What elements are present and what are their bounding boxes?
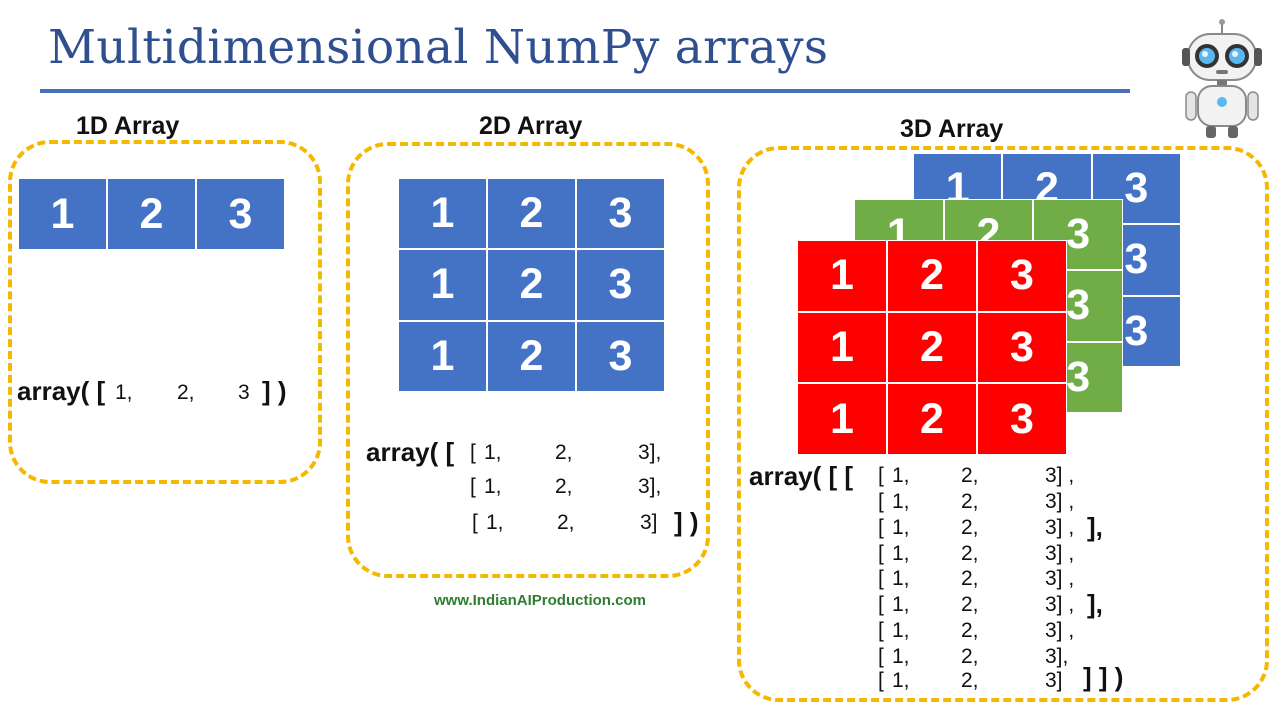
array-cell: 1 bbox=[797, 311, 887, 384]
code-bracket: [ bbox=[878, 645, 884, 668]
array-cell: 3 bbox=[977, 311, 1067, 384]
code-value: 2, bbox=[555, 441, 573, 464]
code-bracket: [ bbox=[878, 516, 884, 539]
code-value: 2, bbox=[961, 464, 979, 487]
array-cell: 1 bbox=[398, 249, 487, 321]
array-cell: 1 bbox=[797, 383, 887, 455]
code-value: 1, bbox=[892, 464, 910, 487]
array-1d-grid: 1 2 3 bbox=[18, 178, 285, 250]
code-1d-suffix: ] ) bbox=[262, 376, 287, 406]
code-value: 1, bbox=[892, 516, 910, 539]
code-value: 3] , bbox=[1045, 567, 1075, 590]
array-cell: 3 bbox=[576, 320, 665, 392]
robot-icon bbox=[1182, 19, 1262, 138]
code-value: 3] , bbox=[1045, 619, 1075, 642]
website-url: www.IndianAIProduction.com bbox=[434, 592, 646, 609]
frame-1d-array bbox=[8, 140, 322, 484]
code-value: 3] bbox=[1045, 669, 1063, 692]
code-value: 2, bbox=[961, 593, 979, 616]
code-value: 1, bbox=[892, 567, 910, 590]
array-cell: 2 bbox=[887, 311, 977, 384]
code-1d-prefix: array( [ bbox=[17, 376, 106, 406]
code-value: 3], bbox=[1045, 645, 1069, 668]
label-1d-array: 1D Array bbox=[76, 112, 180, 140]
code-value: 1, bbox=[484, 441, 502, 464]
array-cell: 2 bbox=[887, 383, 977, 455]
code-1d-value: 3 bbox=[238, 381, 250, 404]
array-cell: 2 bbox=[487, 320, 576, 392]
array-cell: 2 bbox=[487, 249, 576, 321]
code-value: 1, bbox=[892, 542, 910, 565]
code-2d-prefix: array( [ bbox=[366, 437, 455, 467]
code-value: 2, bbox=[961, 516, 979, 539]
code-bracket: [ bbox=[878, 464, 884, 487]
code-value: 2, bbox=[961, 490, 979, 513]
array-cell: 3 bbox=[576, 249, 665, 321]
array-cell: 1 bbox=[18, 178, 107, 250]
array-cell: 2 bbox=[107, 178, 196, 250]
code-value: 1, bbox=[892, 593, 910, 616]
code-value: 3] , bbox=[1045, 516, 1075, 539]
frame-2d-array bbox=[346, 142, 710, 578]
array-cell: 2 bbox=[487, 178, 576, 250]
code-3d-suffix: ] ] ) bbox=[1083, 662, 1124, 692]
code-value: 2, bbox=[961, 567, 979, 590]
label-3d-array: 3D Array bbox=[900, 115, 1004, 143]
code-bracket: [ bbox=[878, 669, 884, 692]
code-value: 3], bbox=[638, 475, 662, 498]
code-bracket: [ bbox=[470, 475, 476, 498]
code-bracket: [ bbox=[878, 619, 884, 642]
code-3d-prefix: array( [ [ bbox=[749, 461, 854, 491]
array-cell: 3 bbox=[196, 178, 285, 250]
array-cell: 1 bbox=[398, 178, 487, 250]
code-value: 3] , bbox=[1045, 464, 1075, 487]
code-value: 2, bbox=[555, 475, 573, 498]
array-cell: 3 bbox=[576, 178, 665, 250]
code-value: 1, bbox=[892, 619, 910, 642]
code-value: 2, bbox=[557, 511, 575, 534]
code-value: 3] , bbox=[1045, 490, 1075, 513]
code-value: 1, bbox=[486, 511, 504, 534]
title-underline bbox=[40, 89, 1130, 93]
code-bracket: [ bbox=[472, 511, 478, 534]
code-value: 2, bbox=[961, 645, 979, 668]
array-cell: 2 bbox=[887, 240, 977, 312]
code-value: 3] bbox=[640, 511, 658, 534]
code-value: 3], bbox=[638, 441, 662, 464]
code-value: 1, bbox=[484, 475, 502, 498]
code-2d-suffix: ] ) bbox=[674, 507, 699, 537]
array-cell: 1 bbox=[797, 240, 887, 312]
code-value: 1, bbox=[892, 490, 910, 513]
frame-3d-array bbox=[737, 146, 1269, 702]
code-close-bracket: ], bbox=[1087, 512, 1103, 542]
slide-title: Multidimensional NumPy arrays bbox=[48, 20, 829, 75]
array-cell: 3 bbox=[977, 383, 1067, 455]
code-value: 2, bbox=[961, 542, 979, 565]
label-2d-array: 2D Array bbox=[479, 112, 583, 140]
code-close-bracket: ], bbox=[1087, 589, 1103, 619]
array-cell: 1 bbox=[398, 320, 487, 392]
code-value: 1, bbox=[892, 669, 910, 692]
array-3d-layer-front: 1 2 3 1 2 3 1 2 3 bbox=[797, 240, 1067, 455]
code-value: 2, bbox=[961, 669, 979, 692]
code-bracket: [ bbox=[878, 542, 884, 565]
code-bracket: [ bbox=[878, 567, 884, 590]
code-value: 1, bbox=[892, 645, 910, 668]
code-1d-value: 1, bbox=[115, 381, 133, 404]
code-bracket: [ bbox=[470, 441, 476, 464]
code-value: 3] , bbox=[1045, 542, 1075, 565]
code-value: 3] , bbox=[1045, 593, 1075, 616]
code-bracket: [ bbox=[878, 593, 884, 616]
code-1d-value: 2, bbox=[177, 381, 195, 404]
code-bracket: [ bbox=[878, 490, 884, 513]
array-2d-grid: 1 2 3 1 2 3 1 2 3 bbox=[398, 178, 665, 392]
array-cell: 3 bbox=[977, 240, 1067, 312]
code-value: 2, bbox=[961, 619, 979, 642]
